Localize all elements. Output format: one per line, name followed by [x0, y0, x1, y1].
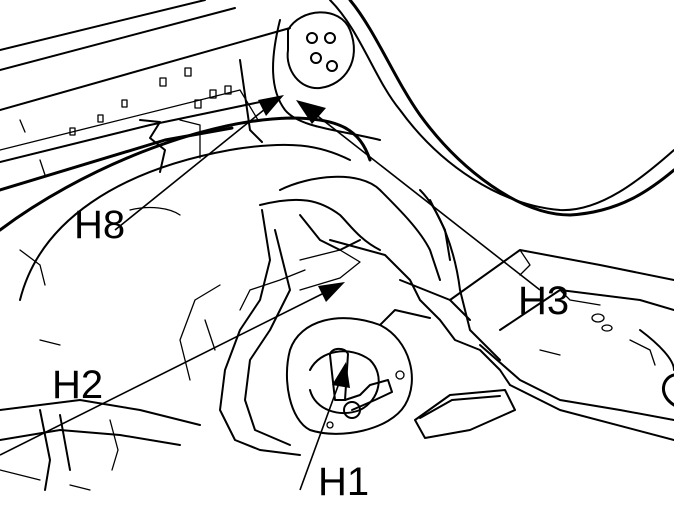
label-h2: H2	[52, 363, 103, 407]
label-h3: H3	[518, 279, 569, 323]
h3-leader-line	[309, 109, 541, 291]
floor-panel-right	[414, 249, 674, 441]
h3-arrowhead	[296, 100, 326, 124]
label-h1: H1	[318, 460, 369, 504]
h2-arrowhead	[318, 282, 345, 302]
label-h8: H8	[74, 203, 125, 247]
wheel-arch-housing	[0, 116, 511, 456]
h1-arrowhead	[332, 362, 350, 388]
h8-arrowhead	[258, 95, 284, 116]
h8-leader-line	[114, 104, 271, 231]
h2-leader-line	[0, 289, 331, 456]
h1-leader-line	[299, 374, 343, 491]
strut-mount	[286, 309, 431, 435]
callout-lines	[0, 95, 541, 491]
frame-holes	[69, 67, 232, 136]
side-frame-rails	[0, 0, 291, 192]
top-mount-plate	[272, 0, 674, 217]
floor-panel-left	[0, 206, 201, 491]
